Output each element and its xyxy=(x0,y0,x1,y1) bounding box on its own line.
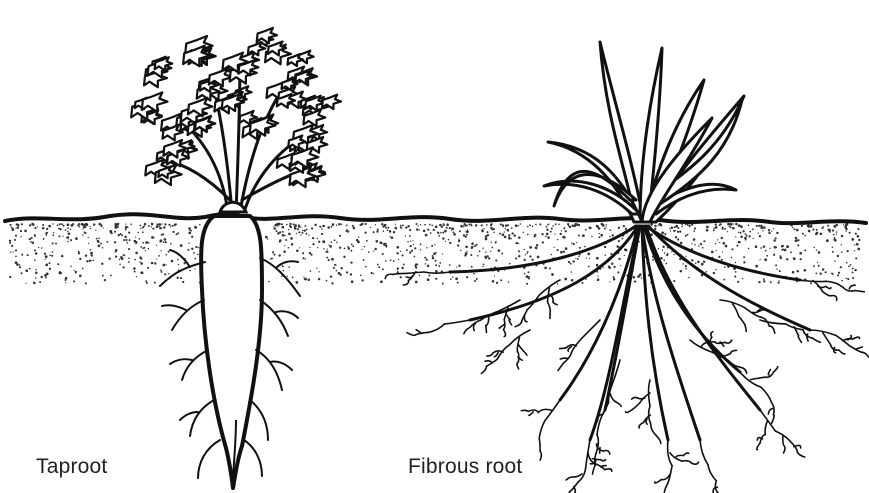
ground-line xyxy=(5,214,866,223)
fibrous-root-plant xyxy=(385,42,868,493)
taproot-plant xyxy=(131,28,341,488)
soil-stipple xyxy=(9,223,861,285)
fibrous-main-roots xyxy=(450,226,810,440)
taproot-label: Taproot xyxy=(36,455,107,479)
carrot-foliage xyxy=(131,28,341,187)
grass-blades xyxy=(544,42,744,222)
fibrous-root-label: Fibrous root xyxy=(408,455,522,479)
